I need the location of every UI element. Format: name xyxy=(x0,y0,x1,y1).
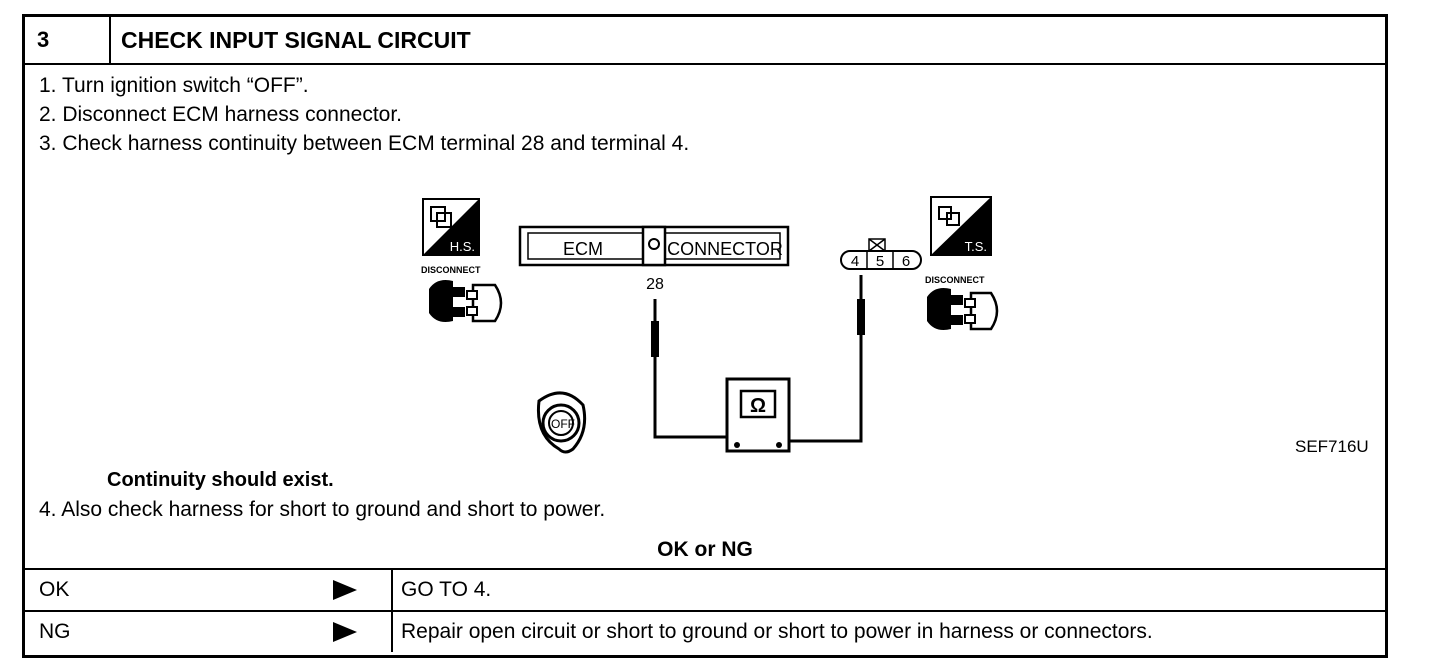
ts-badge-text: T.S. xyxy=(965,239,987,254)
disconnect-label-left: DISCONNECT xyxy=(421,265,481,275)
column-divider xyxy=(391,612,393,652)
step-title: CHECK INPUT SIGNAL CIRCUIT xyxy=(121,27,471,53)
terminal-side-badge-icon: T.S. xyxy=(930,196,992,256)
arrow-right-icon xyxy=(333,580,357,600)
terminal-5-label: 5 xyxy=(876,253,884,270)
outcome-row-ng: NG Repair open circuit or short to groun… xyxy=(25,610,1385,652)
column-divider xyxy=(391,570,393,610)
outcome-label-ok: OK xyxy=(39,578,70,601)
step-number: 3 xyxy=(25,17,111,63)
terminal-6-label: 6 xyxy=(902,253,910,270)
ohm-symbol: Ω xyxy=(750,395,766,417)
ignition-key-off-icon: OFF xyxy=(536,391,587,454)
ecm-connector: ECM CONNECTOR xyxy=(518,225,790,267)
instruction-step-2: 2. Disconnect ECM harness connector. xyxy=(39,103,403,126)
outcome-row-ok: OK GO TO 4. xyxy=(25,568,1385,610)
instruction-step-4: 4. Also check harness for short to groun… xyxy=(39,498,606,521)
connector-label: CONNECTOR xyxy=(667,239,783,259)
continuity-test-diagram: H.S. DISCONNECT ECM CONNECTOR 28 xyxy=(421,196,999,454)
arrow-right-icon xyxy=(333,622,357,642)
terminal-4-label: 4 xyxy=(851,253,859,270)
terminal-28-label: 28 xyxy=(646,276,664,293)
connector-disconnect-icon-left xyxy=(429,280,503,323)
key-off-label: OFF xyxy=(551,417,575,431)
outcome-action-ok: GO TO 4. xyxy=(401,578,492,601)
instruction-step-3: 3. Check harness continuity between ECM … xyxy=(39,132,690,155)
harness-side-badge-icon: H.S. xyxy=(422,198,480,256)
figure-reference-code: SEF716U xyxy=(1295,437,1369,456)
hs-badge-text: H.S. xyxy=(450,239,475,254)
ohmmeter-icon: Ω xyxy=(725,377,791,453)
disconnect-label-right: DISCONNECT xyxy=(925,275,985,285)
terminal-connector: 4 5 6 xyxy=(840,238,922,270)
decision-label: OK or NG xyxy=(657,538,753,561)
outcome-action-ng: Repair open circuit or short to ground o… xyxy=(401,620,1153,643)
instruction-step-1: 1. Turn ignition switch “OFF”. xyxy=(39,74,309,97)
procedure-header: 3 CHECK INPUT SIGNAL CIRCUIT xyxy=(25,17,1385,65)
expected-result: Continuity should exist. xyxy=(107,469,334,491)
test-leads xyxy=(651,275,865,443)
outcome-label-ng: NG xyxy=(39,620,71,643)
ecm-label: ECM xyxy=(563,239,603,259)
connector-disconnect-icon-right xyxy=(927,288,999,331)
instruction-list: 1. Turn ignition switch “OFF”. 2. Discon… xyxy=(39,71,689,158)
procedure-box: 3 CHECK INPUT SIGNAL CIRCUIT 1. Turn ign… xyxy=(22,14,1388,658)
